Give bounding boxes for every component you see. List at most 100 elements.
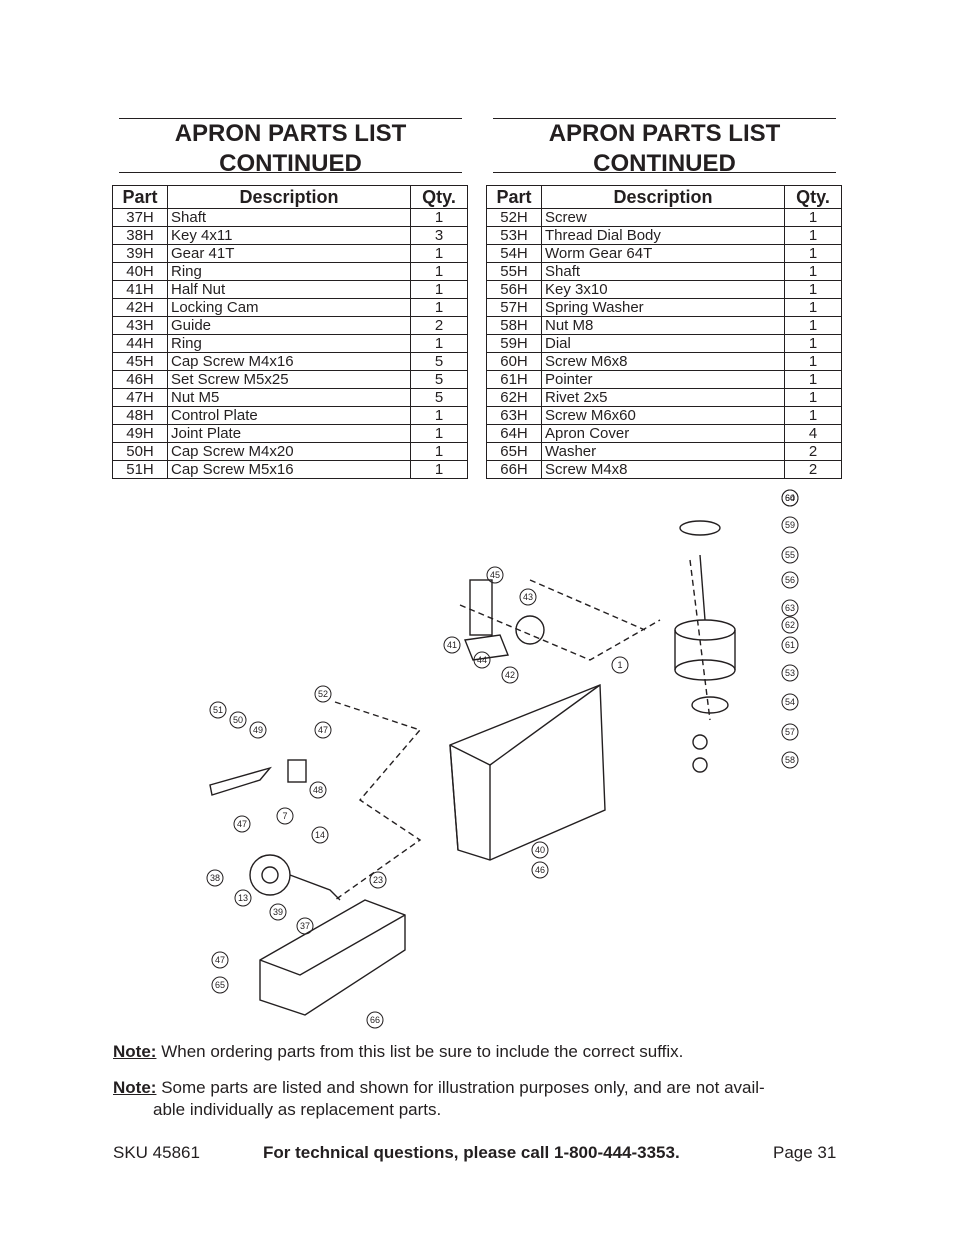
footer-sku: SKU 45861 — [113, 1143, 200, 1162]
callout-number: 43 — [523, 592, 533, 602]
callout-number: 52 — [318, 689, 328, 699]
callout-number: 47 — [237, 819, 247, 829]
part-number-cell: 54H — [486, 244, 542, 263]
callout-number: 38 — [210, 873, 220, 883]
callout-number: 14 — [315, 830, 325, 840]
right-parts-section: APRON PARTS LIST CONTINUED Part Descript… — [486, 118, 843, 479]
part-number-cell: 56H — [486, 280, 542, 299]
title-line-1: APRON PARTS LIST — [548, 120, 781, 147]
callout-number: 51 — [213, 705, 223, 715]
part-number-cell: 47H — [112, 388, 168, 407]
part-number-cell: 63H — [486, 406, 542, 425]
callout-number: 59 — [785, 520, 795, 530]
callout-number: 55 — [785, 550, 795, 560]
quantity-cell: 1 — [784, 244, 842, 263]
callout-number: 47 — [215, 955, 225, 965]
quantity-cell: 1 — [410, 280, 468, 299]
callout-circle — [473, 651, 491, 669]
callout-number: 23 — [373, 875, 383, 885]
callout-circle — [206, 869, 224, 887]
callout-circle — [366, 1011, 384, 1029]
part-number-cell: 60H — [486, 352, 542, 371]
callout-number: 53 — [785, 668, 795, 678]
description-cell: Set Screw M5x25 — [167, 370, 411, 389]
quantity-cell: 5 — [410, 352, 468, 371]
part-number-cell: 37H — [112, 208, 168, 227]
quantity-cell: 2 — [410, 316, 468, 335]
quantity-cell: 1 — [410, 442, 468, 461]
callout-circle — [234, 889, 252, 907]
description-cell: Pointer — [541, 370, 785, 389]
description-cell: Worm Gear 64T — [541, 244, 785, 263]
callout-circle — [486, 566, 504, 584]
part-number-cell: 53H — [486, 226, 542, 245]
callout-circle — [209, 701, 227, 719]
callout-number: 40 — [535, 845, 545, 855]
note-label: Note: — [113, 1042, 157, 1061]
quantity-cell: 1 — [784, 208, 842, 227]
callout-number: 65 — [215, 980, 225, 990]
quantity-cell: 1 — [410, 262, 468, 281]
part-number-cell: 61H — [486, 370, 542, 389]
description-cell: Cap Screw M5x16 — [167, 460, 411, 479]
quantity-cell: 1 — [410, 208, 468, 227]
callout-circle — [311, 826, 329, 844]
quantity-cell: 1 — [784, 334, 842, 353]
part-number-cell: 38H — [112, 226, 168, 245]
callout-number: 7 — [282, 811, 287, 821]
callout-number: 37 — [300, 921, 310, 931]
quantity-cell: 4 — [784, 424, 842, 443]
title-line-2: CONTINUED — [219, 150, 362, 177]
note-illustration: Note: Some parts are listed and shown fo… — [113, 1077, 838, 1121]
part-number-cell: 51H — [112, 460, 168, 479]
description-cell: Spring Washer — [541, 298, 785, 317]
callout-number: 58 — [785, 755, 795, 765]
description-cell: Half Nut — [167, 280, 411, 299]
description-cell: Cap Screw M4x20 — [167, 442, 411, 461]
part-number-cell: 65H — [486, 442, 542, 461]
description-cell: Gear 41T — [167, 244, 411, 263]
left-section-title: APRON PARTS LIST CONTINUED — [119, 118, 462, 177]
callout-number: 63 — [785, 603, 795, 613]
quantity-cell: 1 — [410, 334, 468, 353]
quantity-cell: 3 — [410, 226, 468, 245]
callout-number: 46 — [535, 865, 545, 875]
callout-circle — [296, 917, 314, 935]
header-description: Description — [541, 185, 785, 209]
quantity-cell: 1 — [784, 388, 842, 407]
callout-circle — [211, 951, 229, 969]
callout-circle — [309, 781, 327, 799]
part-number-cell: 45H — [112, 352, 168, 371]
description-cell: Ring — [167, 262, 411, 281]
callout-number: 64 — [785, 493, 795, 503]
header-description: Description — [167, 185, 411, 209]
callout-number: 57 — [785, 727, 795, 737]
description-cell: Guide — [167, 316, 411, 335]
description-cell: Nut M5 — [167, 388, 411, 407]
quantity-cell: 1 — [410, 460, 468, 479]
part-number-cell: 52H — [486, 208, 542, 227]
footer-technical-support: For technical questions, please call 1-8… — [263, 1143, 680, 1162]
right-section-title: APRON PARTS LIST CONTINUED — [493, 118, 836, 177]
left-parts-section: APRON PARTS LIST CONTINUED Part Descript… — [112, 118, 469, 479]
part-number-cell: 57H — [486, 298, 542, 317]
